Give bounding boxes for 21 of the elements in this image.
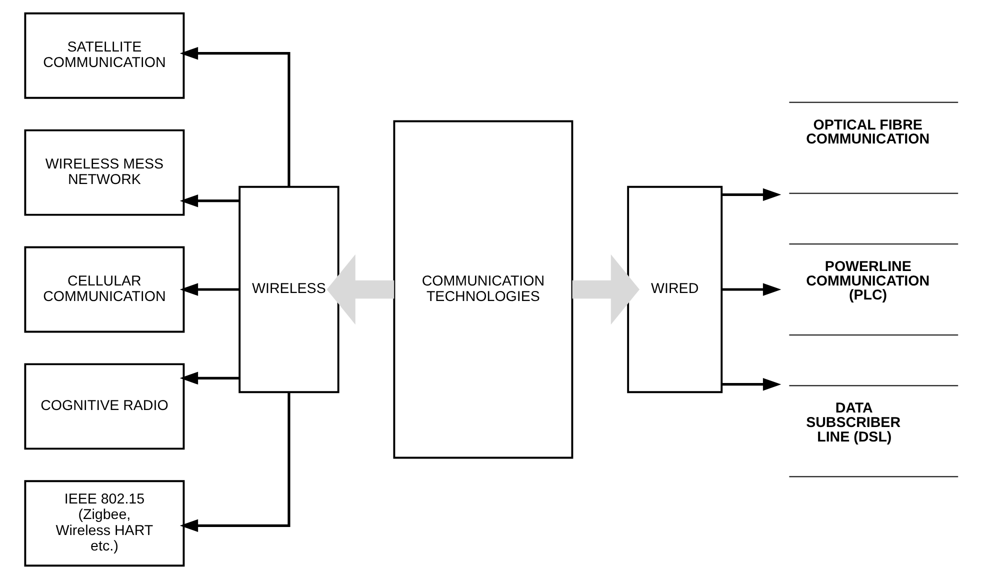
node-text: POWERLINE COMMUNICATION (PLC) — [806, 259, 930, 304]
node-box: WIRED — [626, 186, 722, 394]
arrow — [572, 254, 640, 325]
node-box: COGNITIVE RADIO — [24, 363, 184, 450]
arrow — [179, 392, 290, 532]
node-box: CELLULAR COMMUNICATION — [24, 246, 184, 333]
arrow — [721, 283, 781, 296]
node-text: DATA SUBSCRIBER LINE (DSL) — [806, 400, 900, 446]
arrow — [326, 254, 394, 325]
node-text: OPTICAL FIBRE COMMUNICATION — [806, 117, 930, 148]
node-box: COMMUNICATION TECHNOLOGIES — [392, 120, 573, 459]
arrow — [179, 46, 290, 187]
arrow — [179, 372, 240, 385]
node-box: WIRELESS — [238, 186, 339, 394]
node-box: SATELLITE COMMUNICATION — [24, 12, 184, 99]
node-box: IEEE 802.15 (Zigbee, Wireless HART etc.) — [24, 480, 184, 567]
arrow — [179, 194, 240, 208]
node-box: WIRELESS MESS NETWORK — [24, 129, 184, 216]
arrow — [721, 188, 781, 202]
arrow — [179, 283, 240, 296]
arrow — [721, 378, 781, 391]
